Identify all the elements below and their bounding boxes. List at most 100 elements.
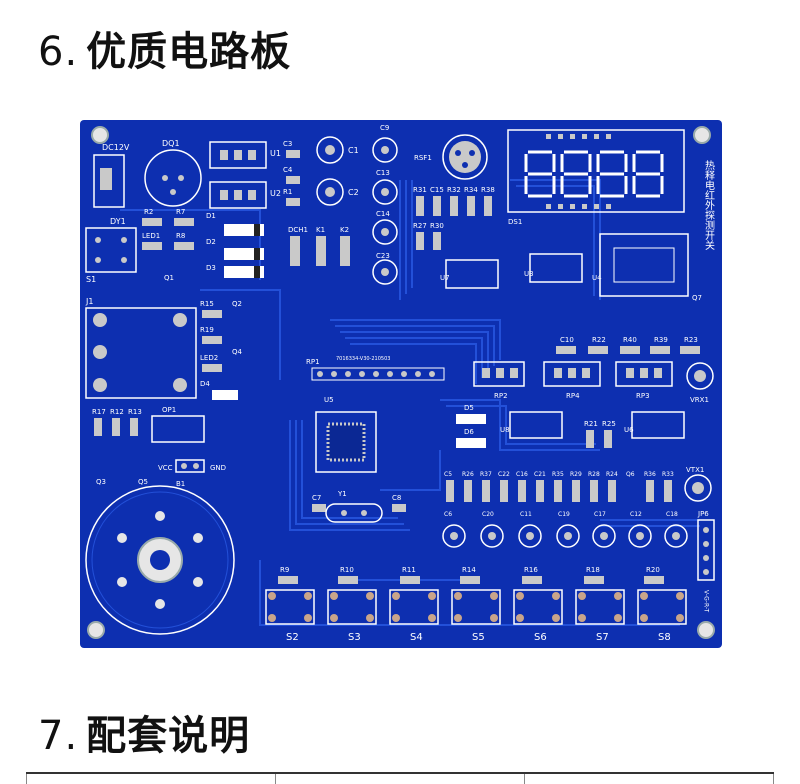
label-r21: R21 — [584, 420, 598, 428]
label-u7: U7 — [440, 274, 450, 282]
mounting-holes — [87, 126, 715, 639]
label-c20: C20 — [482, 511, 494, 518]
label-r16: R16 — [524, 566, 538, 574]
label-c4: C4 — [283, 166, 293, 174]
label-r18: R18 — [586, 566, 600, 574]
label-r20: R20 — [646, 566, 660, 574]
label-r2: R2 — [144, 208, 153, 216]
label-d2: D2 — [206, 238, 216, 246]
label-r27: R27 — [413, 222, 427, 230]
label-s3: S3 — [348, 632, 361, 643]
label-j1: J1 — [85, 297, 93, 306]
label-rp4: RP4 — [566, 392, 580, 400]
pcb-photo: DC12V DY1 DQ1 U1 U2 C3 C4 R1 C1 C2 C9 C1… — [80, 120, 722, 648]
label-r38: R38 — [481, 186, 495, 194]
label-rsf1: RSF1 — [414, 154, 432, 162]
label-q2: Q2 — [232, 300, 242, 308]
label-d4: D4 — [200, 380, 210, 388]
label-k1: K1 — [316, 226, 325, 234]
label-c8: C8 — [392, 494, 401, 502]
label-d5: D5 — [464, 404, 474, 412]
label-c5: C5 — [444, 471, 452, 478]
label-c19: C19 — [558, 511, 570, 518]
label-q4: Q4 — [232, 348, 243, 356]
section-7-title: 配套说明 — [86, 713, 251, 759]
label-q3: Q3 — [96, 478, 106, 486]
label-r32: R32 — [447, 186, 461, 194]
label-c12: C12 — [630, 511, 642, 518]
label-u6: U6 — [624, 426, 634, 434]
section-6-heading: 6. 优质电路板 — [38, 28, 291, 76]
label-c3: C3 — [283, 140, 292, 148]
label-c16: C16 — [516, 471, 528, 478]
section-7-heading: 7. 配套说明 — [38, 712, 250, 760]
label-q7: Q7 — [692, 294, 702, 302]
label-r14: R14 — [462, 566, 476, 574]
label-u8: U8 — [500, 426, 510, 434]
label-r7: R7 — [176, 208, 185, 216]
label-jp6: JP6 — [697, 510, 709, 518]
label-c15: C15 — [430, 186, 444, 194]
label-r29: R29 — [570, 471, 582, 478]
label-s5: S5 — [472, 632, 485, 643]
label-led1: LED1 — [142, 232, 160, 240]
label-c21: C21 — [534, 471, 546, 478]
label-c10: C10 — [560, 336, 574, 344]
label-r23: R23 — [684, 336, 698, 344]
label-rp1: RP1 — [306, 358, 320, 366]
label-r10: R10 — [340, 566, 354, 574]
label-c17: C17 — [594, 511, 606, 518]
label-s4: S4 — [410, 632, 423, 643]
label-c22: C22 — [498, 471, 510, 478]
label-c7: C7 — [312, 494, 321, 502]
seven-seg-display — [524, 150, 664, 198]
label-op1: OP1 — [162, 406, 176, 414]
label-r22: R22 — [592, 336, 606, 344]
label-s2: S2 — [286, 632, 299, 643]
table-cell — [524, 774, 774, 784]
label-c9: C9 — [380, 124, 389, 132]
section-6-number: 6. — [38, 29, 79, 75]
label-c1: C1 — [348, 146, 359, 155]
label-q5: Q5 — [138, 478, 148, 486]
label-b1: B1 — [176, 480, 185, 488]
push-button-row: R9 R10 R11 R14 R16 R18 R20 S2 S3 S4 S5 S… — [265, 566, 687, 643]
label-jp6-pins: V-G-R-T — [703, 590, 710, 612]
pcb-board: DC12V DY1 DQ1 U1 U2 C3 C4 R1 C1 C2 C9 C1… — [80, 120, 722, 648]
label-u4: U4 — [592, 274, 602, 282]
label-r31: R31 — [413, 186, 427, 194]
label-dq1: DQ1 — [162, 139, 180, 148]
table-cell — [26, 774, 275, 784]
label-r26: R26 — [462, 471, 474, 478]
label-gnd: GND — [210, 464, 226, 472]
label-r33: R33 — [662, 471, 674, 478]
label-r35: R35 — [552, 471, 564, 478]
label-dy1: DY1 — [110, 217, 126, 226]
label-s6: S6 — [534, 632, 547, 643]
label-s1: S1 — [86, 275, 96, 284]
label-r8: R8 — [176, 232, 185, 240]
label-dch1: DCH1 — [288, 226, 308, 234]
label-r34: R34 — [464, 186, 478, 194]
label-part-number: 7016334-V30-210503 — [336, 356, 390, 362]
label-r1: R1 — [283, 188, 292, 196]
label-r19: R19 — [200, 326, 214, 334]
label-r36: R36 — [644, 471, 656, 478]
label-u3: U3 — [524, 270, 534, 278]
label-u5: U5 — [324, 396, 334, 404]
label-y1: Y1 — [337, 490, 347, 498]
label-rp2: RP2 — [494, 392, 508, 400]
label-k2: K2 — [340, 226, 349, 234]
label-r24: R24 — [606, 471, 618, 478]
label-u1: U1 — [270, 149, 281, 158]
label-rp3: RP3 — [636, 392, 650, 400]
label-c18: C18 — [666, 511, 678, 518]
label-q1: Q1 — [164, 274, 174, 282]
label-r30: R30 — [430, 222, 444, 230]
label-vcc: VCC — [158, 464, 173, 472]
label-r37: R37 — [480, 471, 492, 478]
buzzer-outline — [85, 485, 235, 635]
label-u2: U2 — [270, 189, 281, 198]
label-c13: C13 — [376, 169, 390, 177]
label-r9: R9 — [280, 566, 289, 574]
